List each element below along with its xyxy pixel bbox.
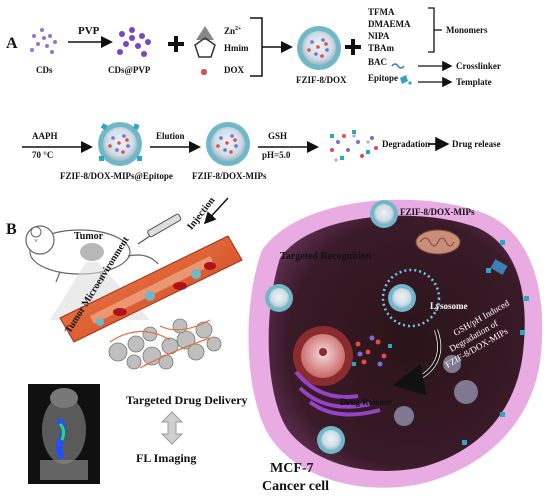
fzif-dox-particle (297, 26, 341, 70)
mips-epitope-label: FZIF-8/DOX-MIPs@Epitope (60, 171, 173, 181)
updown-arrow-icon (160, 411, 184, 445)
targeted-recognition-label: Targeted Recognition (280, 251, 372, 262)
panel-b-label: B (6, 221, 17, 238)
cds-dots (30, 28, 57, 54)
dox-dot-icon (200, 68, 208, 76)
fl-imaging-label: FL Imaging (136, 451, 197, 465)
pvp-label: PVP (78, 25, 100, 37)
bac-label: BAC (368, 57, 388, 67)
monomers-label: Monomers (446, 25, 488, 35)
mips-particle (206, 122, 250, 166)
plus-icon (168, 36, 184, 52)
cancer-cell-label: Cancer cell (262, 479, 329, 494)
fl-imaging-photo (28, 384, 100, 484)
gsh-label: GSH (268, 131, 288, 141)
drug-release-cell-label: Drug Release (340, 397, 392, 407)
crosslinker-label: Crosslinker (456, 61, 501, 71)
membrane-receptors (462, 240, 529, 445)
svg-text:×: × (34, 237, 38, 245)
mcf7-label: MCF-7 (270, 461, 314, 476)
mips-particle-bottom (317, 426, 345, 454)
elution-label: Elution (156, 131, 185, 141)
monomer-brace (428, 7, 442, 53)
mips-label: FZIF-8/DOX-MIPs (192, 171, 267, 181)
aaph-label: AAPH (32, 131, 58, 141)
mips-particle-top (370, 200, 398, 228)
nucleus (293, 326, 353, 386)
epitope-label: Epitope (368, 73, 399, 83)
mips-epitope-particle (98, 122, 142, 166)
monomer-2: DMAEMA (368, 19, 411, 29)
epitope-icon (400, 75, 412, 85)
drug-release-dots (352, 335, 392, 367)
mitochondria-icon (415, 229, 461, 255)
panel-a-label: A (6, 35, 18, 52)
cds-label: CDs (36, 65, 53, 75)
mips-particle-left (265, 284, 293, 312)
drug-release-label: Drug release (452, 139, 501, 149)
targeted-delivery-label: Targeted Drug Delivery (126, 393, 248, 407)
hmim-label: Hmim (224, 43, 249, 53)
syringe-icon (137, 213, 182, 245)
bracket (250, 17, 274, 77)
degradation-label: Degradation (382, 139, 430, 149)
monomer-4: TBAm (368, 43, 395, 53)
lysosome-label: Lysosome (430, 301, 468, 311)
mips-cell-label: FZIF-8/DOX-MIPs (400, 207, 475, 217)
cancer-cell (248, 199, 543, 488)
fzif-dox-label: FZIF-8/DOX (296, 75, 347, 85)
blood-vessel (59, 235, 243, 343)
plus-icon-2 (345, 39, 361, 55)
capillary-lines (109, 319, 211, 369)
zn-triangle-icon (196, 26, 214, 40)
monomer-1: TFMA (368, 7, 395, 17)
crosslinker-icon (391, 63, 405, 69)
template-label: Template (456, 77, 492, 87)
ph-label: pH=5.0 (262, 150, 291, 160)
lysosome (381, 268, 441, 328)
dox-label: DOX (224, 65, 244, 75)
temp-label: 70 °C (32, 150, 54, 160)
tumor-tissue (108, 318, 222, 370)
tumor-label: Tumor (74, 231, 104, 242)
hmim-ring-icon (194, 37, 216, 58)
receptor-box (490, 259, 508, 275)
cds-pvp-dots (117, 27, 151, 57)
zn-label: Zn2+ (224, 26, 242, 36)
degraded-fragments (330, 130, 378, 162)
monomer-3: NIPA (368, 31, 390, 41)
endoplasmic-reticulum (294, 370, 381, 417)
cds-pvp-label: CDs@PVP (108, 65, 151, 75)
organelles (394, 355, 478, 426)
injection-arrow (203, 197, 229, 225)
